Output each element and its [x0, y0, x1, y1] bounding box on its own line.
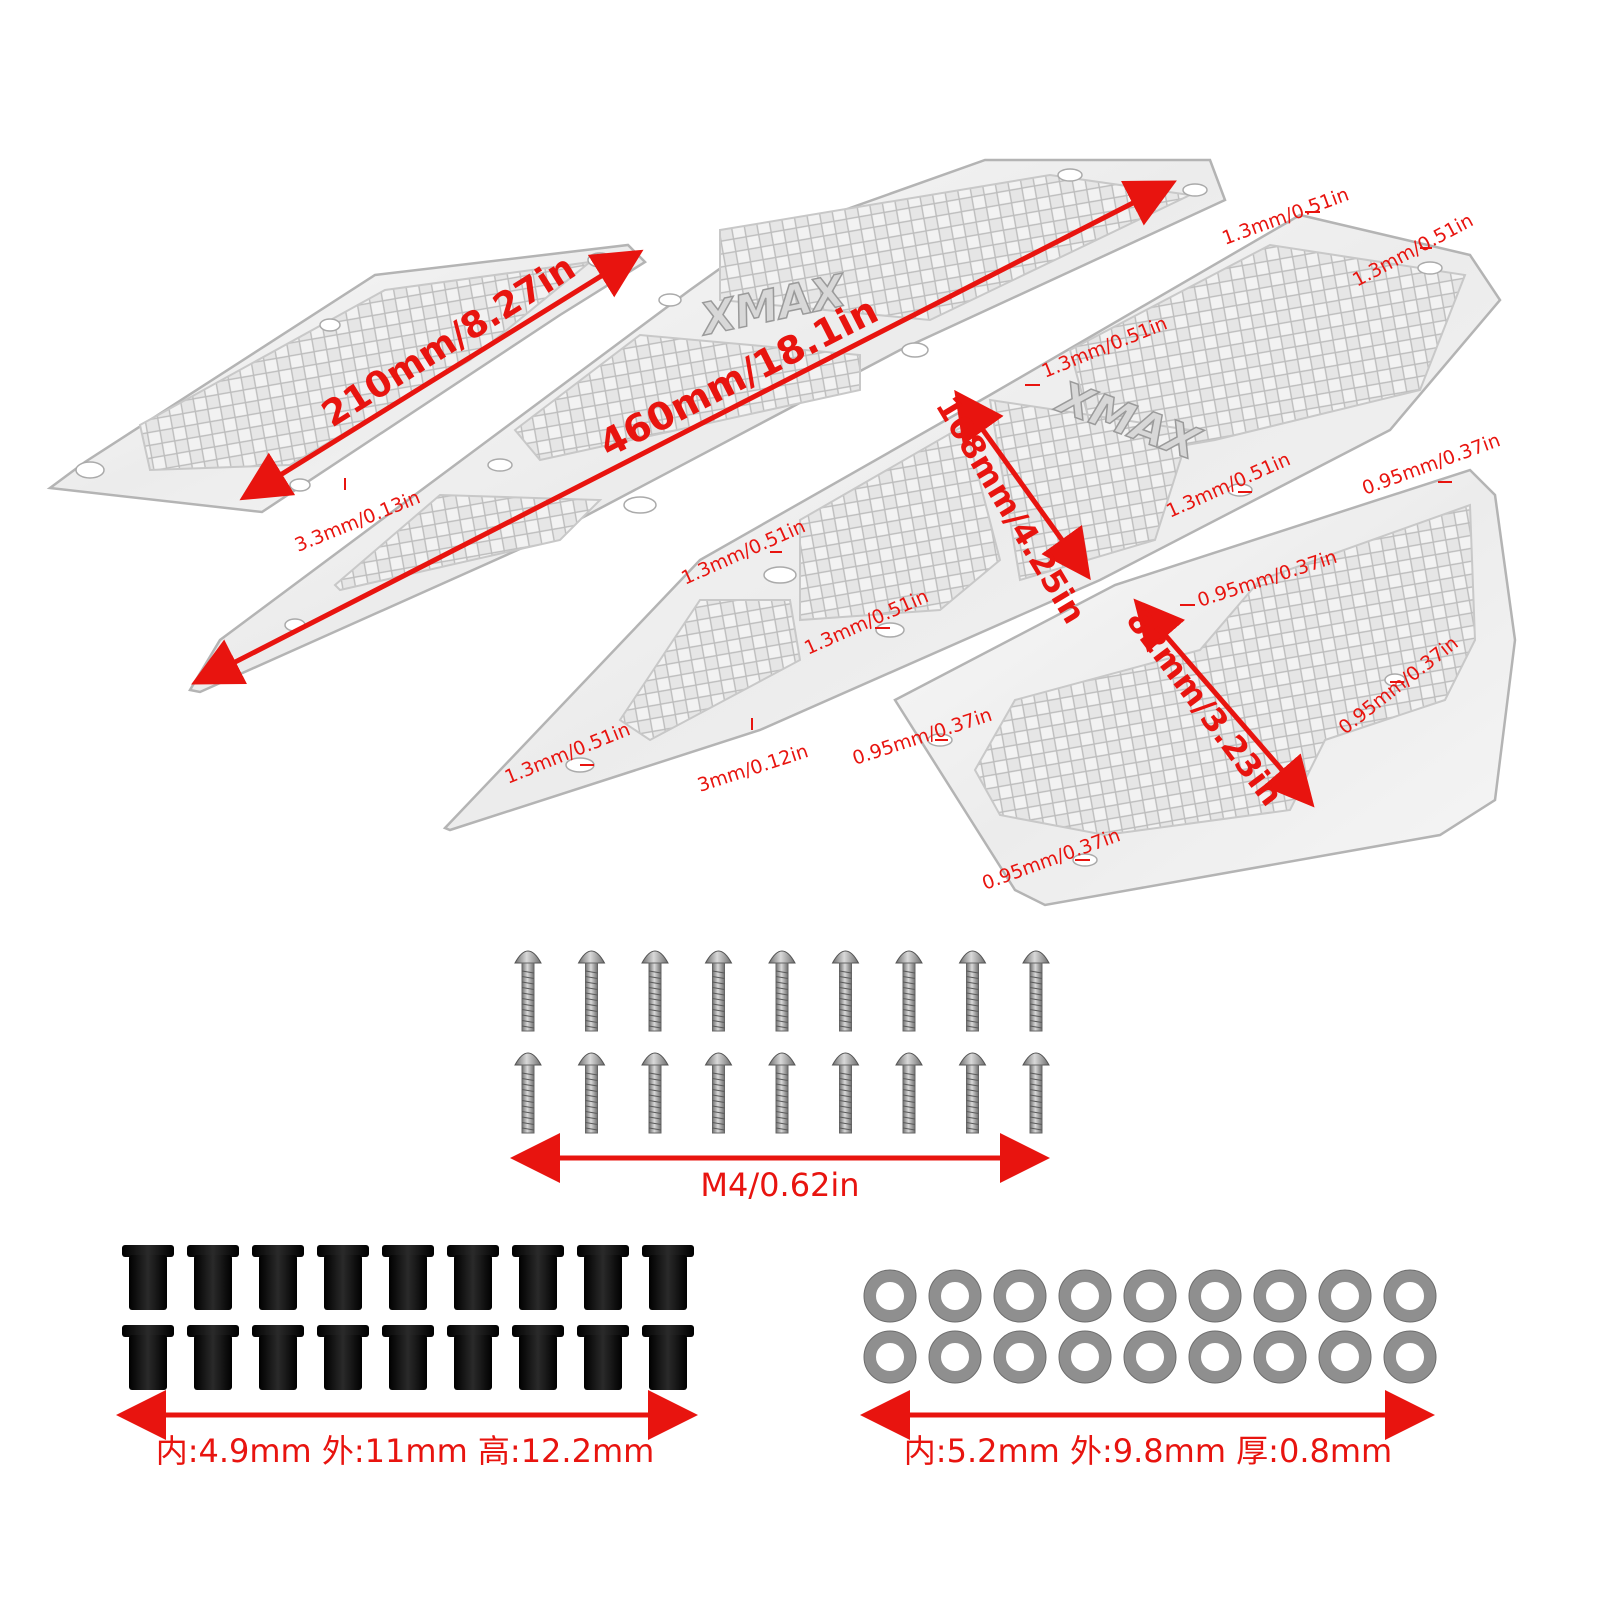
- screw: [768, 1052, 796, 1134]
- rubber-well-nut: [252, 1245, 304, 1310]
- rubber-well-nut: [122, 1325, 174, 1390]
- washer: [1318, 1269, 1372, 1323]
- washer: [1058, 1330, 1112, 1384]
- rubber-well-nut: [642, 1245, 694, 1310]
- washer-size-label: 内:5.2mm 外:9.8mm 厚:0.8mm: [904, 1432, 1392, 1470]
- rubber-well-nut: [577, 1245, 629, 1310]
- rubber-well-nut: [382, 1245, 434, 1310]
- dim-arrow-108: [954, 389, 1091, 581]
- dim-arrow-82: [1133, 598, 1315, 808]
- rubber-well-nut: [187, 1325, 239, 1390]
- screw: [577, 950, 606, 1032]
- washer: [1188, 1269, 1242, 1323]
- screw: [895, 1052, 923, 1134]
- rubber-well-nut-group: [122, 1245, 694, 1390]
- rubber-nut-size-label: 内:4.9mm 外:11mm 高:12.2mm: [156, 1432, 655, 1470]
- screw: [1022, 950, 1050, 1032]
- washer: [993, 1269, 1047, 1323]
- screw: [768, 950, 796, 1032]
- rubber-well-nut: [512, 1325, 564, 1390]
- screw: [641, 1052, 669, 1134]
- washer: [1058, 1269, 1112, 1323]
- screw-size-label: M4/0.62in: [700, 1166, 859, 1204]
- washer: [1123, 1330, 1177, 1384]
- rubber-well-nut: [317, 1325, 369, 1390]
- washer: [1383, 1330, 1437, 1384]
- screw: [514, 1052, 542, 1134]
- washer: [1383, 1269, 1437, 1323]
- screw: [895, 950, 923, 1032]
- rubber-well-nut: [577, 1325, 629, 1390]
- washer: [1188, 1330, 1242, 1384]
- screw: [514, 950, 542, 1032]
- washer: [1318, 1330, 1372, 1384]
- screw: [577, 1052, 606, 1134]
- rubber-well-nut: [252, 1325, 304, 1390]
- screw: [704, 1052, 733, 1134]
- washer: [928, 1330, 982, 1384]
- rubber-well-nut: [317, 1245, 369, 1310]
- screw-group: [514, 950, 1050, 1134]
- screw: [704, 950, 733, 1032]
- dim-arrow-460: [191, 180, 1177, 685]
- screw: [1022, 1052, 1050, 1134]
- washer: [1123, 1269, 1177, 1323]
- screw: [958, 1052, 987, 1134]
- dimension-arrows: [191, 180, 1315, 808]
- rubber-well-nut: [447, 1325, 499, 1390]
- screw: [831, 950, 860, 1032]
- rubber-well-nut: [382, 1325, 434, 1390]
- washer: [863, 1330, 917, 1384]
- thickness-text-3mm: 3mm/0.12in: [695, 740, 811, 797]
- rubber-well-nut: [122, 1245, 174, 1310]
- washer: [928, 1269, 982, 1323]
- rubber-well-nut: [512, 1245, 564, 1310]
- rubber-well-nut: [187, 1245, 239, 1310]
- washer-group: [863, 1269, 1437, 1384]
- rubber-well-nut: [447, 1245, 499, 1310]
- washer: [1253, 1269, 1307, 1323]
- screw: [958, 950, 987, 1032]
- washer: [863, 1269, 917, 1323]
- screw: [641, 950, 669, 1032]
- rubber-well-nut: [642, 1325, 694, 1390]
- screw: [831, 1052, 860, 1134]
- washer: [1253, 1330, 1307, 1384]
- washer: [993, 1330, 1047, 1384]
